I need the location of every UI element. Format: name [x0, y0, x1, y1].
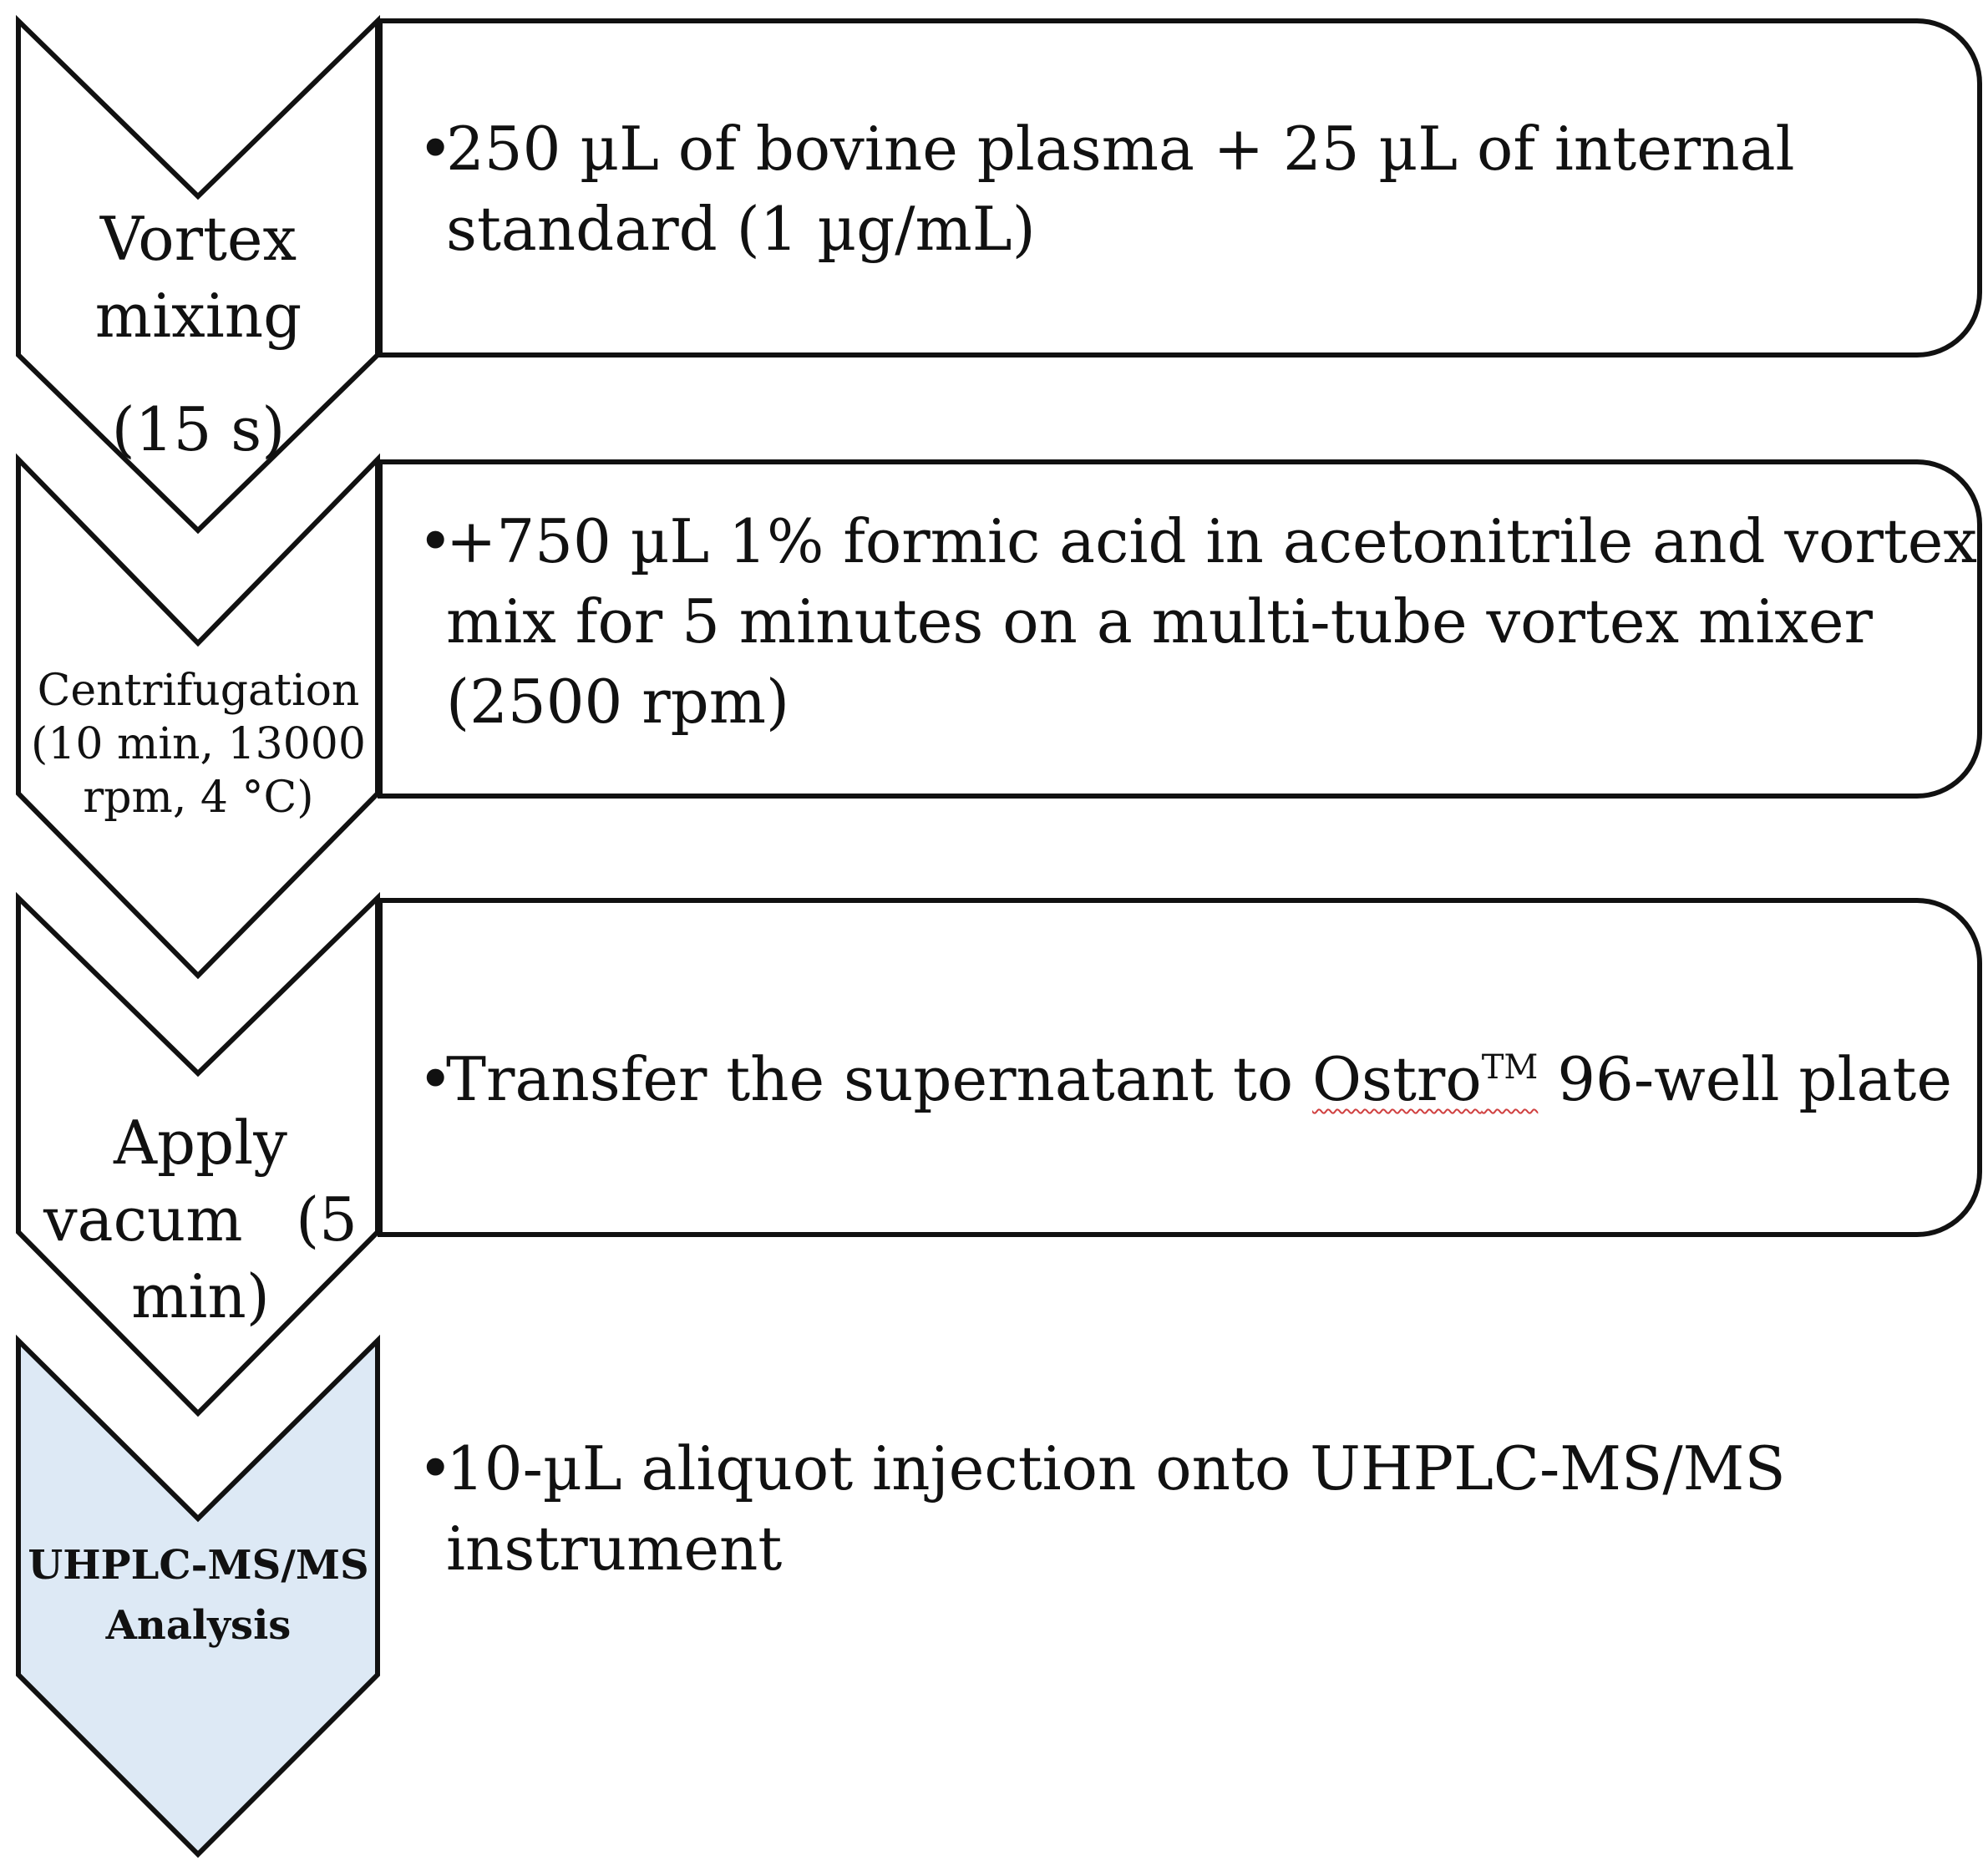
bullet: •	[418, 506, 454, 576]
step-1-text-line: standard (1 µg/mL)	[446, 194, 1036, 264]
step-3-chevron-line: (5	[296, 1184, 358, 1255]
step-3-chevron-line: Apply	[114, 1108, 287, 1178]
step-4-chevron-line: UHPLC-MS/MS	[28, 1542, 369, 1589]
step-1-chevron-line: mixing	[94, 281, 302, 351]
step-2-chevron-label: Centrifugation (10 min, 13000 rpm, 4 °C)	[21, 664, 376, 824]
step-3-text: •Transfer the supernatant to OstroTM 96-…	[418, 1027, 1952, 1119]
step-4-text: •10-µL aliquot injection onto UHPLC-MS/M…	[418, 1428, 1786, 1589]
step-1-text-line: 250 µL of bovine plasma + 25 µL of inter…	[446, 114, 1795, 184]
step-2-chevron-line: Centrifugation	[37, 666, 360, 716]
step-1-chevron-line: Vortex	[99, 204, 297, 274]
step-4-chevron-line: Analysis	[105, 1602, 292, 1649]
step-4-chevron-label: UHPLC-MS/MS Analysis	[21, 1535, 376, 1656]
step-1-chevron-line: (15 s)	[111, 394, 286, 464]
step-3-chevron	[16, 891, 380, 1417]
trademark-mark: TM	[1481, 1048, 1539, 1087]
step-2-chevron-line: rpm, 4 °C)	[83, 773, 314, 823]
step-3-text-after: 96-well plate	[1538, 1044, 1952, 1114]
bullet: •	[418, 1044, 454, 1114]
step-2-box	[378, 459, 1982, 799]
step-4-chevron	[16, 1334, 380, 1858]
step-2-text-line: +750 µL 1% formic acid in acetonitrile a…	[446, 506, 1978, 576]
step-3-chevron-split-line: vacum (5	[33, 1181, 368, 1258]
step-3-chevron-line: vacum	[43, 1184, 243, 1255]
step-3-box	[378, 898, 1982, 1237]
step-1-chevron-label: Vortex mixing (15 s)	[25, 200, 372, 468]
step-1-text: •250 µL of bovine plasma + 25 µL of inte…	[418, 109, 1795, 269]
step-3-text-before: Transfer the supernatant to	[446, 1044, 1313, 1114]
step-2-chevron	[16, 453, 380, 980]
step-1-chevron	[16, 14, 380, 535]
step-1-box	[378, 18, 1982, 357]
brand-name: OstroTM	[1312, 1044, 1538, 1114]
step-2-text-line: mix for 5 minutes on a multi-tube vortex…	[446, 586, 1873, 657]
step-3-chevron-label: Apply vacum (5 min)	[33, 1104, 368, 1335]
bullet: •	[418, 1433, 454, 1504]
bullet: •	[418, 114, 454, 184]
step-2-text: •+750 µL 1% formic acid in acetonitrile …	[418, 501, 1977, 742]
step-3-chevron-line: min)	[131, 1261, 270, 1331]
step-2-chevron-line: (10 min, 13000	[31, 719, 366, 769]
brand-name-text: Ostro	[1312, 1044, 1482, 1114]
step-4-text-line: instrument	[446, 1514, 783, 1584]
step-2-text-line: (2500 rpm)	[446, 667, 790, 737]
step-4-text-line: 10-µL aliquot injection onto UHPLC-MS/MS	[446, 1433, 1786, 1504]
